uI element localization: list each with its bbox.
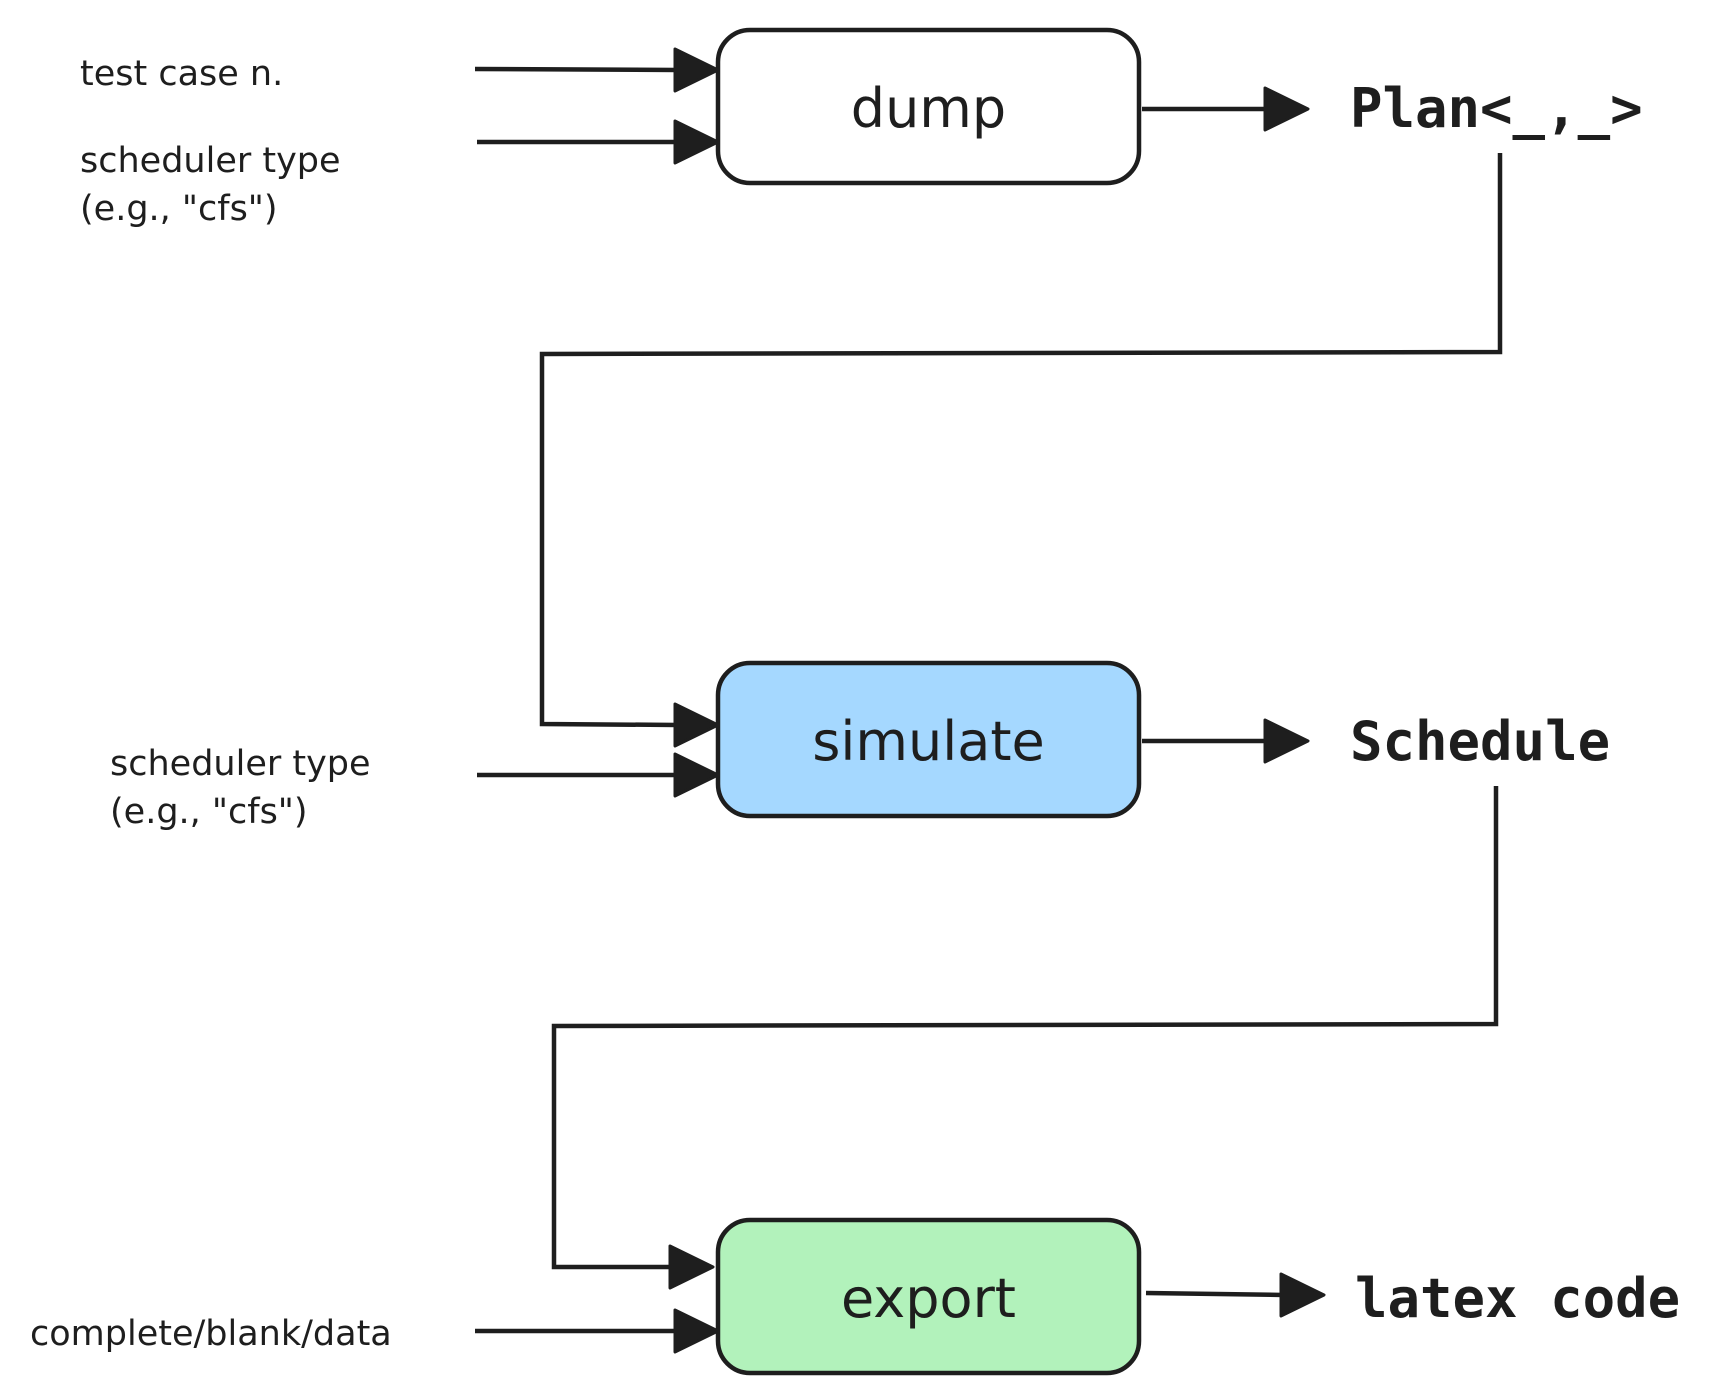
dump-label: dump [851, 77, 1006, 140]
arrowhead-schedule-to-export [668, 1244, 715, 1290]
arrowhead-plan-to-simulate [673, 702, 720, 748]
arrow-test-case-to-dump [474, 66, 679, 73]
arrow-export-to-latex [1145, 1290, 1285, 1298]
dump-box [715, 27, 1142, 186]
stage-export: export [715, 1217, 1142, 1376]
arrowhead-scheduler-to-simulate [673, 752, 720, 798]
output-latex-code-label: latex code [1355, 1267, 1680, 1330]
arrowhead-simulate-to-schedule [1263, 718, 1310, 764]
output-plan-label: Plan<_,_> [1350, 77, 1643, 140]
simulate-box [715, 660, 1142, 819]
simulate-input-scheduler-type-label: scheduler type [110, 744, 371, 784]
connector-schedule-to-export [551, 786, 1499, 1270]
arrowhead-test-case-to-dump [673, 47, 720, 93]
arrowhead-mode-to-export [673, 1308, 720, 1354]
arrowhead-export-to-latex [1279, 1272, 1326, 1318]
simulate-label: simulate [812, 710, 1044, 773]
input-test-case-label: test case n. [80, 54, 283, 94]
connector-plan-to-simulate [539, 153, 1503, 728]
simulate-input-scheduler-type-example: (e.g., "cfs") [110, 792, 308, 832]
export-box [715, 1217, 1142, 1376]
arrowhead-scheduler-to-dump [673, 119, 720, 165]
arrowhead-dump-to-plan [1263, 86, 1310, 132]
export-label: export [841, 1267, 1016, 1330]
stage-simulate: simulate [715, 660, 1142, 819]
output-schedule-label: Schedule [1350, 710, 1610, 773]
input-scheduler-type-label: scheduler type [80, 141, 341, 181]
stage-dump: dump [715, 27, 1142, 186]
export-input-mode-label: complete/blank/data [30, 1314, 392, 1354]
input-scheduler-type-example: (e.g., "cfs") [80, 189, 278, 229]
